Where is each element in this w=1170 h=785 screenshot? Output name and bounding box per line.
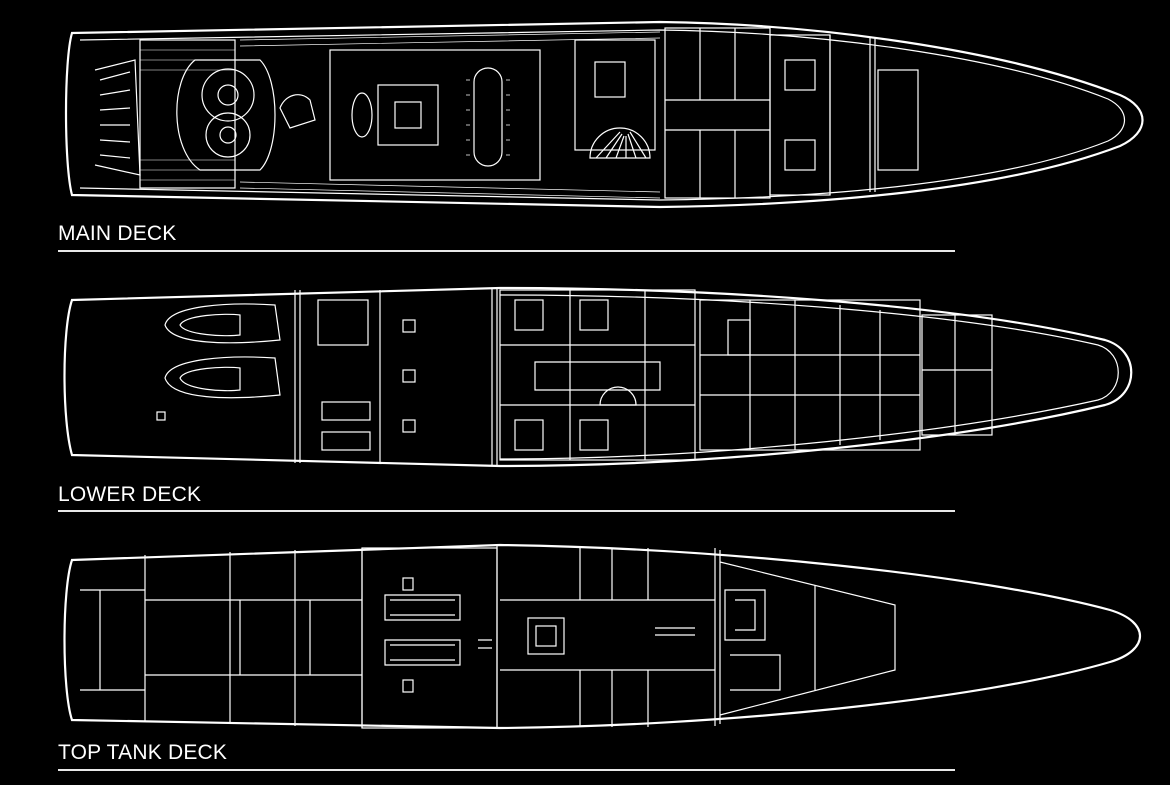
top-tank-deck-exhaust-1 <box>402 577 414 591</box>
top-tank-deck-chain-locker <box>724 589 781 691</box>
main-deck-salon-seating <box>377 84 439 146</box>
lower-deck-marker-2 <box>402 369 416 383</box>
main-deck-owners-suite <box>769 34 831 196</box>
lower-deck-bed-2 <box>514 419 544 451</box>
lower-deck-rule <box>58 510 955 512</box>
top-tank-deck-plan <box>63 543 1141 730</box>
lower-deck-plan <box>63 286 1133 468</box>
lower-deck-garage-walls <box>294 288 498 466</box>
lower-deck-bed-3 <box>579 299 609 331</box>
main-deck-dining-table-fwd <box>205 112 251 158</box>
lower-deck-fwd-walls <box>922 315 992 435</box>
lower-deck-inner-hull <box>499 294 1119 460</box>
lower-deck-tender-1 <box>164 303 281 344</box>
lower-deck-marker-1 <box>402 319 416 333</box>
main-deck-label: MAIN DECK <box>58 222 177 245</box>
main-deck-dining-table-aft <box>201 68 255 122</box>
lower-deck-locker-2 <box>321 431 371 451</box>
main-deck-galley-island <box>594 61 626 98</box>
lower-deck-locker-1 <box>321 401 371 421</box>
top-tank-deck-sea-chest <box>527 617 565 655</box>
top-tank-deck-engine-room <box>361 547 498 729</box>
main-deck-hull-outline <box>64 20 1144 209</box>
lower-deck-hatch <box>156 411 166 421</box>
main-deck-galley <box>574 39 656 151</box>
main-deck-fwd-store <box>877 69 919 171</box>
lower-deck-bed-4 <box>579 419 609 451</box>
main-deck-salon <box>329 49 541 181</box>
top-tank-deck-engine-1 <box>384 594 461 621</box>
main-deck-cabin-block <box>664 27 771 199</box>
top-tank-deck-mid-walls <box>496 545 715 728</box>
main-deck-bed <box>784 59 816 91</box>
main-deck-staircase <box>589 127 651 159</box>
main-deck-inner-hull <box>79 29 1125 201</box>
main-deck-bulkhead <box>829 35 876 195</box>
lower-deck-workshop <box>317 299 369 346</box>
top-tank-deck-exhaust-2 <box>402 679 414 693</box>
lower-deck-staircase <box>599 386 637 406</box>
main-deck-stern-steps <box>94 59 141 176</box>
top-tank-deck-tank-walls <box>80 548 363 728</box>
lower-deck-label: LOWER DECK <box>58 483 202 506</box>
lower-deck-mess-table <box>727 319 751 356</box>
main-deck-rule <box>58 250 955 252</box>
top-tank-deck-engine-2 <box>384 639 461 666</box>
main-deck-piano <box>279 94 316 129</box>
main-deck-sofa-left <box>351 92 373 138</box>
main-deck-coffee-table <box>394 101 422 129</box>
top-tank-deck-hull-outline <box>63 543 1141 730</box>
lower-deck-fwd-cabins <box>921 314 993 436</box>
top-tank-deck-sea-chest-inner <box>535 625 557 647</box>
top-tank-deck-rule <box>58 769 955 771</box>
lower-deck-tender-1-inner <box>179 313 241 337</box>
main-deck-bed-2 <box>784 139 816 171</box>
main-deck-dining-table-fwd-inner <box>219 126 237 144</box>
main-deck-planking <box>140 49 235 181</box>
lower-deck-marker-3 <box>402 419 416 433</box>
top-tank-deck-ladder <box>478 627 695 649</box>
lower-deck-cabin-block <box>499 289 696 461</box>
lower-deck-tender-2 <box>164 356 281 399</box>
main-deck-cabin-walls <box>665 28 770 198</box>
main-deck-dining-table-aft-inner <box>217 84 239 106</box>
main-deck-dining-chairs <box>466 79 510 156</box>
lower-deck-bed-1 <box>514 299 544 331</box>
lower-deck-cabin-walls <box>500 290 695 460</box>
lower-deck-crew-walls <box>700 300 920 450</box>
lower-deck-crew-area <box>699 299 921 451</box>
main-deck-walkway <box>239 31 661 199</box>
main-deck-plan <box>64 20 1144 209</box>
top-tank-deck-label: TOP TANK DECK <box>58 741 228 764</box>
main-deck-dining-table <box>473 67 503 167</box>
top-tank-deck-fwd-walls <box>714 548 896 726</box>
main-deck-bar-outline <box>176 59 276 171</box>
lower-deck-tender-2-inner <box>179 366 241 392</box>
